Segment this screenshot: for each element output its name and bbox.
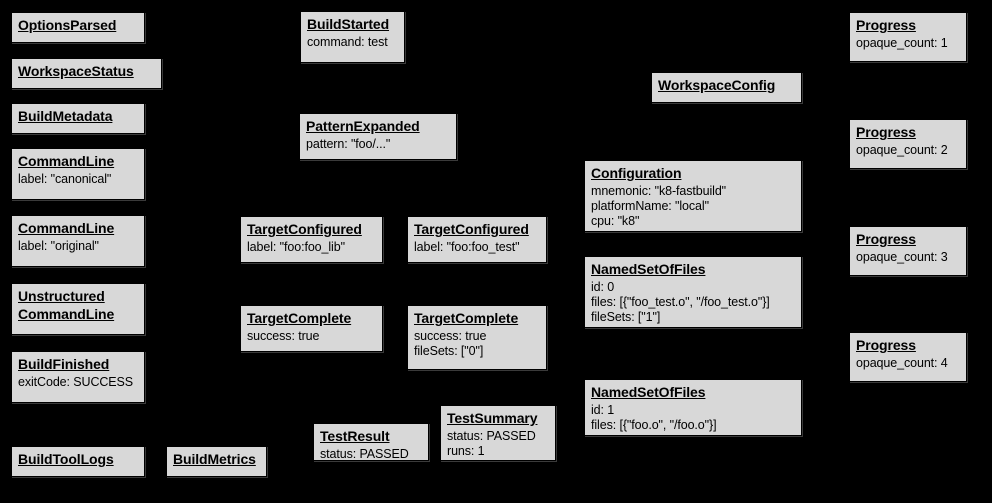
node-command-line-original[interactable]: CommandLine label: "original" xyxy=(11,215,145,267)
node-field: label: "original" xyxy=(18,239,99,253)
node-field: opaque_count: 4 xyxy=(856,356,948,370)
node-target-configured-test[interactable]: TargetConfigured label: "foo:foo_test" xyxy=(407,216,547,263)
node-title: CommandLine xyxy=(18,306,115,322)
node-field: opaque_count: 2 xyxy=(856,143,948,157)
node-field: cpu: "k8" xyxy=(591,214,640,228)
node-title: CommandLine xyxy=(18,220,115,236)
node-field: files: [{"foo.o", "/foo.o"}] xyxy=(591,418,717,432)
node-field: label: "foo:foo_test" xyxy=(414,240,520,254)
node-field: runs: 1 xyxy=(447,444,485,458)
node-field: opaque_count: 1 xyxy=(856,36,948,50)
node-title: Progress xyxy=(856,337,916,353)
node-progress-2[interactable]: Progress opaque_count: 2 xyxy=(849,119,967,169)
node-field: label: "canonical" xyxy=(18,172,112,186)
node-title: BuildStarted xyxy=(307,16,390,32)
node-field: fileSets: ["1"] xyxy=(591,310,661,324)
node-field: success: true xyxy=(247,329,320,343)
node-fields: mnemonic: "k8-fastbuild"platformName: "l… xyxy=(591,184,795,229)
node-test-result[interactable]: TestResult status: PASSED xyxy=(313,423,429,461)
node-fields: status: PASSED xyxy=(320,447,422,462)
node-title: TargetConfigured xyxy=(414,221,529,237)
node-field: id: 0 xyxy=(591,280,615,294)
node-field: platformName: "local" xyxy=(591,199,709,213)
node-title: TargetComplete xyxy=(414,310,519,326)
node-title: BuildToolLogs xyxy=(18,451,114,467)
node-progress-1[interactable]: Progress opaque_count: 1 xyxy=(849,12,967,62)
node-title: PatternExpanded xyxy=(306,118,420,134)
node-field: command: test xyxy=(307,35,388,49)
node-field: exitCode: SUCCESS xyxy=(18,375,134,389)
node-fields: opaque_count: 4 xyxy=(856,356,960,371)
node-progress-3[interactable]: Progress opaque_count: 3 xyxy=(849,226,967,276)
node-fields: opaque_count: 2 xyxy=(856,143,960,158)
node-title: TargetConfigured xyxy=(247,221,362,237)
node-fields: label: "canonical" xyxy=(18,172,138,187)
node-field: mnemonic: "k8-fastbuild" xyxy=(591,184,727,198)
node-title: TestResult xyxy=(320,428,390,444)
node-fields: label: "foo:foo_test" xyxy=(414,240,540,255)
node-target-configured-lib[interactable]: TargetConfigured label: "foo:foo_lib" xyxy=(240,216,383,263)
node-build-tool-logs[interactable]: BuildToolLogs xyxy=(11,446,145,477)
node-progress-4[interactable]: Progress opaque_count: 4 xyxy=(849,332,967,382)
node-title: Progress xyxy=(856,231,916,247)
node-configuration[interactable]: Configuration mnemonic: "k8-fastbuild"pla… xyxy=(584,160,802,232)
node-title: BuildMetrics xyxy=(173,451,256,467)
node-fields: label: "original" xyxy=(18,239,138,254)
node-field: id: 1 xyxy=(591,403,615,417)
node-title: BuildMetadata xyxy=(18,108,113,124)
node-field: label: "foo:foo_lib" xyxy=(247,240,345,254)
node-field: success: true xyxy=(414,329,487,343)
node-field: pattern: "foo/..." xyxy=(306,137,391,151)
node-build-finished[interactable]: BuildFinished exitCode: SUCCESS xyxy=(11,351,145,403)
node-fields: opaque_count: 1 xyxy=(856,36,960,51)
node-title: TestSummary xyxy=(447,410,538,426)
node-build-metadata[interactable]: BuildMetadata xyxy=(11,103,145,134)
node-build-started[interactable]: BuildStarted command: test xyxy=(300,11,405,63)
node-build-metrics[interactable]: BuildMetrics xyxy=(166,446,267,477)
node-title: WorkspaceConfig xyxy=(658,77,776,93)
node-title: Configuration xyxy=(591,165,682,181)
node-options-parsed[interactable]: OptionsParsed xyxy=(11,12,145,43)
node-fields: pattern: "foo/..." xyxy=(306,137,450,152)
node-title: OptionsParsed xyxy=(18,17,117,33)
node-title: Unstructured xyxy=(18,288,105,304)
node-command-line-canonical[interactable]: CommandLine label: "canonical" xyxy=(11,148,145,200)
node-fields: command: test xyxy=(307,35,398,50)
node-title: CommandLine xyxy=(18,153,115,169)
node-field: opaque_count: 3 xyxy=(856,250,948,264)
node-workspace-config[interactable]: WorkspaceConfig xyxy=(651,72,802,103)
node-target-complete-lib[interactable]: TargetComplete success: true xyxy=(240,305,383,352)
node-field: status: PASSED xyxy=(320,447,409,461)
node-workspace-status[interactable]: WorkspaceStatus xyxy=(11,58,162,89)
node-field: fileSets: ["0"] xyxy=(414,344,484,358)
node-title: NamedSetOfFiles xyxy=(591,261,706,277)
node-fields: label: "foo:foo_lib" xyxy=(247,240,376,255)
node-title: NamedSetOfFiles xyxy=(591,384,706,400)
node-pattern-expanded[interactable]: PatternExpanded pattern: "foo/..." xyxy=(299,113,457,160)
node-field: files: [{"foo_test.o", "/foo_test.o"}] xyxy=(591,295,770,309)
node-title: TargetComplete xyxy=(247,310,352,326)
node-title: Progress xyxy=(856,124,916,140)
node-title: Progress xyxy=(856,17,916,33)
node-fields: exitCode: SUCCESS xyxy=(18,375,138,390)
node-title: BuildFinished xyxy=(18,356,110,372)
node-fields: success: true xyxy=(247,329,376,344)
node-title: WorkspaceStatus xyxy=(18,63,134,79)
node-field: status: PASSED xyxy=(447,429,536,443)
node-fields: opaque_count: 3 xyxy=(856,250,960,265)
